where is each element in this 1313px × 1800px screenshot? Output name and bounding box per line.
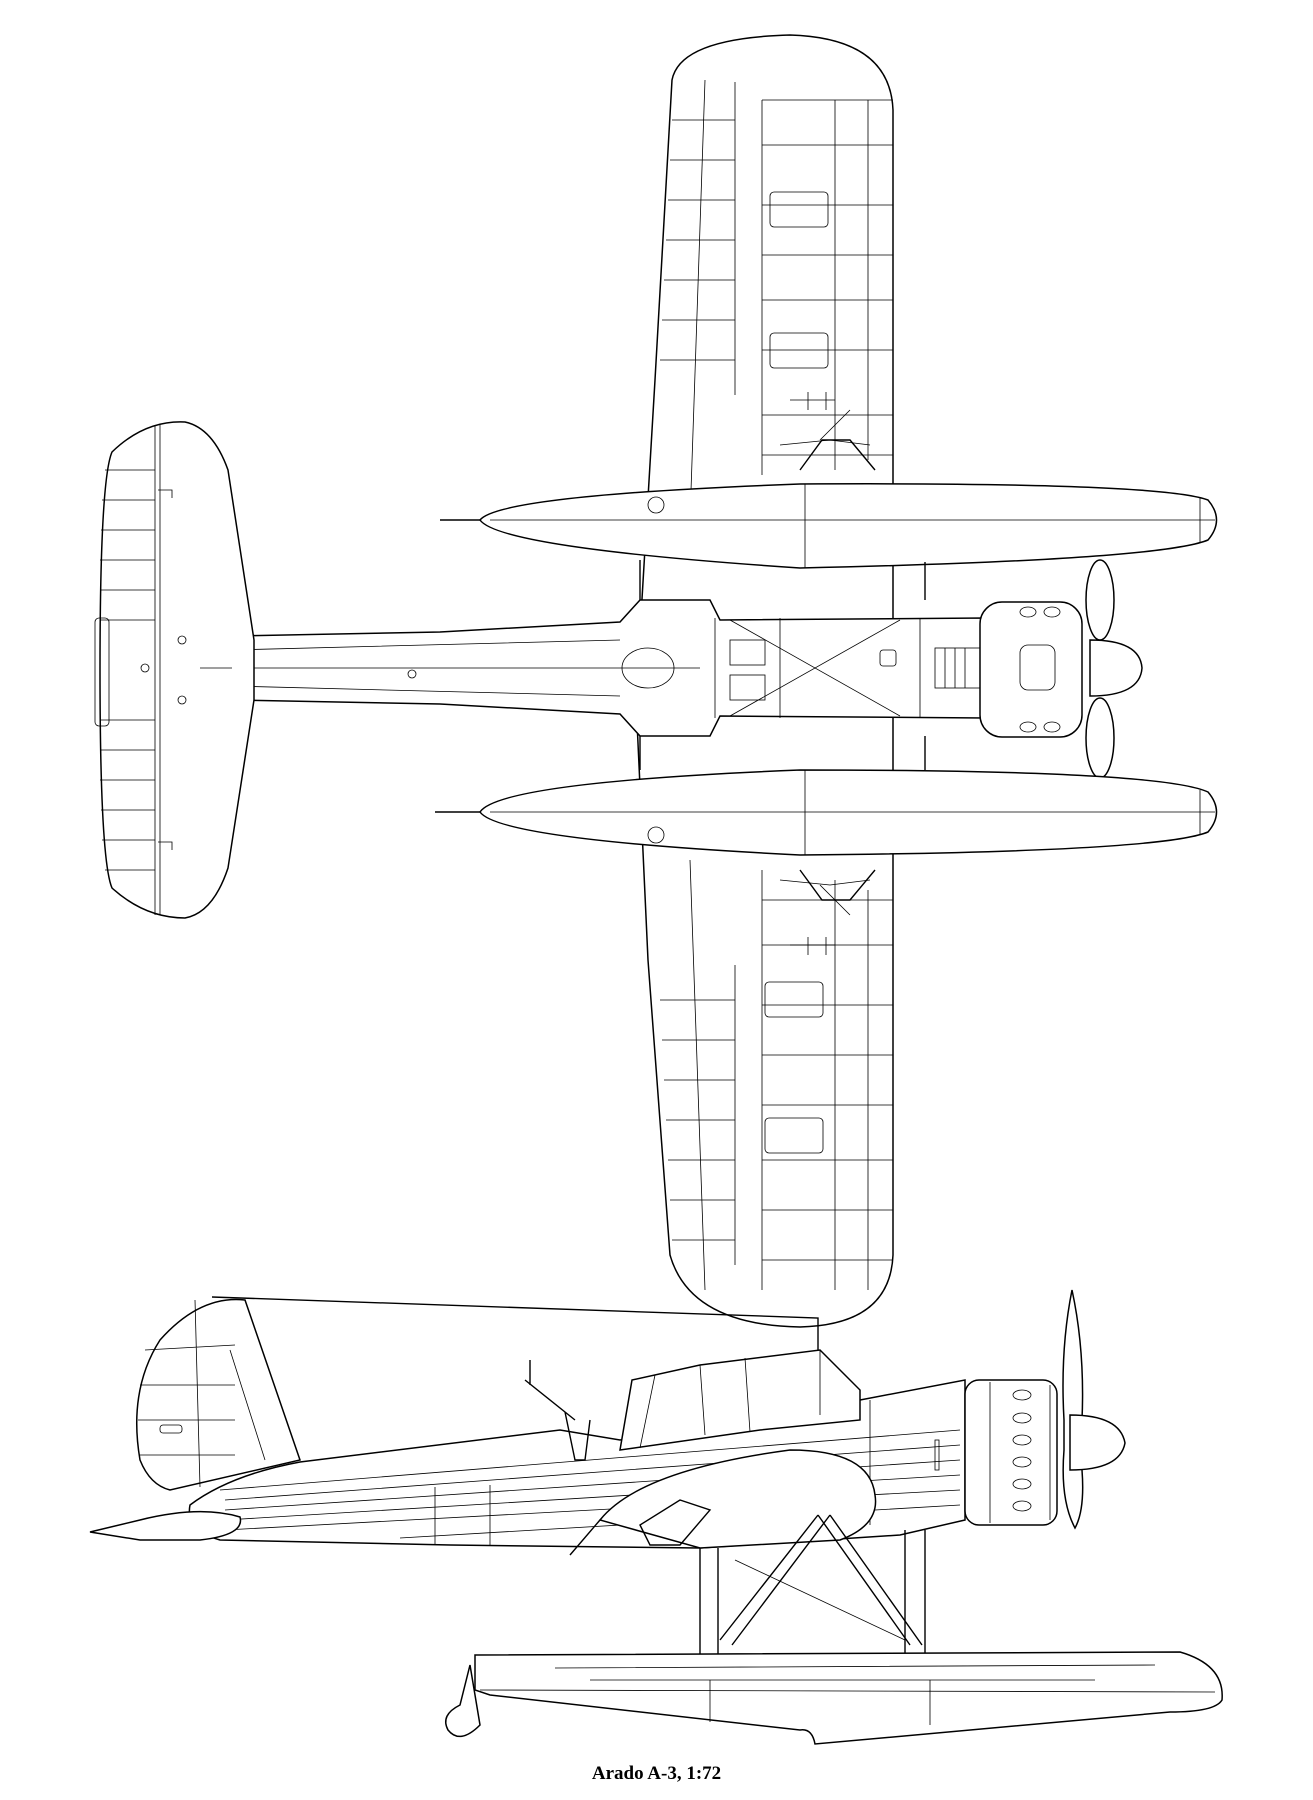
top-view: [94, 34, 1218, 1328]
propeller-blade-lower: [1085, 697, 1115, 779]
spinner-side: [1069, 1414, 1126, 1471]
engine-cowling-top: [979, 601, 1083, 738]
propeller-blade-upper: [1085, 559, 1115, 641]
upper-wing-side: [211, 1296, 819, 1362]
float-upper: [440, 439, 1218, 600]
float-lower: [435, 736, 1218, 901]
rear-machine-gun: [524, 1360, 591, 1461]
float-side: [474, 1651, 1223, 1745]
cowling-vents: [989, 1382, 1051, 1523]
water-rudder: [445, 1664, 481, 1738]
cowling-details: [934, 606, 1061, 733]
drawing-caption: Arado A-3, 1:72: [591, 1763, 722, 1784]
fin-lines: [138, 1299, 266, 1488]
canopy-frames: [639, 1350, 821, 1449]
spinner-top: [1089, 639, 1143, 697]
tailplane: [99, 421, 255, 919]
tail-cone: [89, 1510, 242, 1541]
wing-root-fairing: [598, 1449, 877, 1549]
float-struts: [699, 1514, 926, 1655]
fin-rudder: [136, 1298, 301, 1491]
float-side-lines: [479, 1664, 1216, 1725]
wing-structure-lines: [660, 79, 893, 1291]
canopy: [619, 1349, 861, 1451]
side-view: [89, 1289, 1223, 1745]
propeller-side: [1062, 1289, 1084, 1530]
tailplane-structure-lines: [94, 425, 232, 915]
aileron-flap: [569, 1499, 712, 1556]
engine-cowling-side: [964, 1379, 1058, 1526]
